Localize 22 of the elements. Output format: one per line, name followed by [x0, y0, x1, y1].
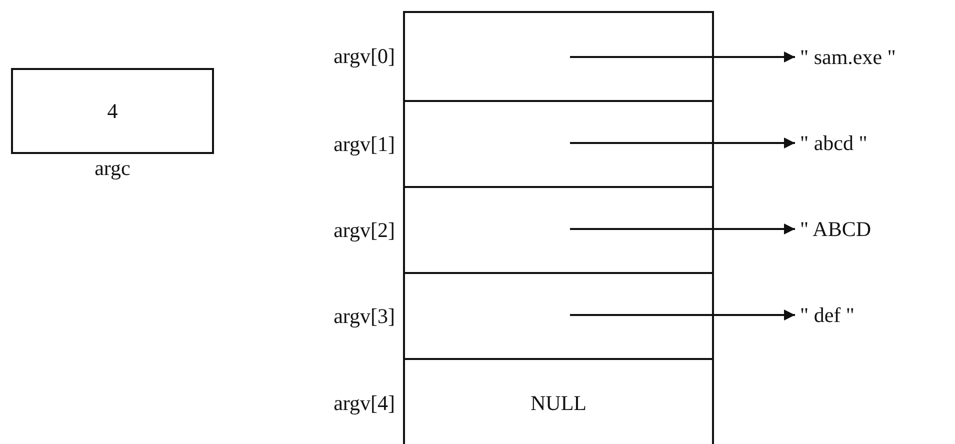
arrow: [570, 52, 795, 62]
array-cell: [403, 186, 714, 274]
element-label: argv[4]: [334, 390, 395, 416]
array-cell: [403, 272, 714, 360]
array-cell: [403, 100, 714, 188]
variable-name: argc: [94, 156, 130, 181]
element-label: argv[3]: [334, 304, 395, 328]
arrow: [570, 224, 795, 234]
string-value: " def ": [800, 302, 854, 328]
element-label: argv[0]: [334, 44, 395, 69]
arrow: [570, 138, 795, 148]
element-label: argv[2]: [334, 218, 395, 242]
value-text: 4: [107, 98, 118, 124]
array-cell: [403, 11, 714, 102]
element-label: argv[1]: [334, 132, 395, 156]
string-value: " ABCD: [800, 216, 872, 242]
string-value: " sam.exe ": [800, 44, 896, 70]
value-text: NULL: [530, 390, 586, 416]
string-value: " abcd ": [800, 130, 868, 156]
value-box: [403, 358, 714, 444]
value-box: [11, 68, 214, 154]
arrow: [570, 310, 795, 320]
